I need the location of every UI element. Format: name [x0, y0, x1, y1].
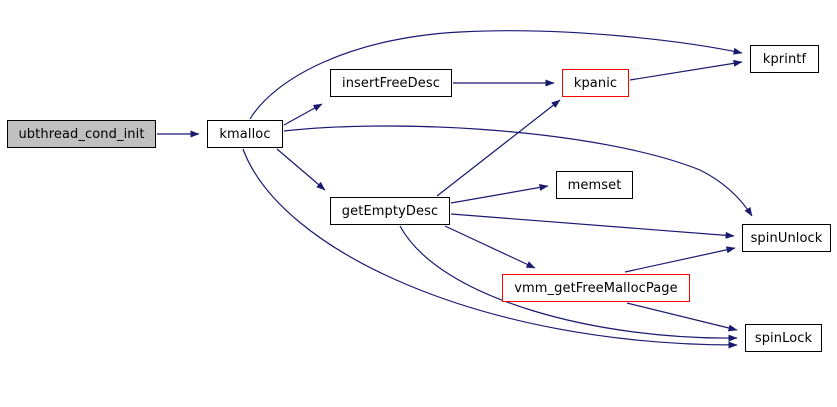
graph-edge-getEmptyDesc-to-vmm_getFreeMallocPage: [444, 225, 536, 269]
graph-edge-vmm_getFreeMallocPage-to-spinUnlock: [624, 246, 736, 273]
graph-node-label: getEmptyDesc: [341, 203, 439, 219]
graph-node-kmalloc[interactable]: kmalloc: [207, 120, 283, 148]
graph-edge-getEmptyDesc-to-spinUnlock: [450, 213, 735, 239]
graph-node-label: kpanic: [573, 75, 618, 91]
graph-node-label: kmalloc: [219, 126, 271, 142]
graph-node-label: memset: [567, 177, 622, 193]
graph-edge-kmalloc-to-kprintf: [249, 30, 743, 120]
graph-node-label: spinLock: [754, 330, 813, 346]
graph-node-getEmptyDesc[interactable]: getEmptyDesc: [330, 197, 450, 225]
graph-node-label: insertFreeDesc: [342, 75, 440, 91]
graph-node-spinUnlock[interactable]: spinUnlock: [742, 224, 831, 252]
graph-node-memset[interactable]: memset: [556, 171, 633, 199]
graph-node-spinLock[interactable]: spinLock: [745, 324, 822, 352]
graph-node-kprintf[interactable]: kprintf: [750, 45, 819, 73]
graph-edge-kmalloc-to-spinUnlock: [283, 125, 753, 217]
graph-node-vmm_getFreeMallocPage[interactable]: vmm_getFreeMallocPage: [502, 274, 690, 302]
graph-edge-kmalloc-to-spinLock: [242, 148, 738, 349]
graph-node-label: vmm_getFreeMallocPage: [514, 280, 678, 296]
graph-edge-vmm_getFreeMallocPage-to-spinLock: [626, 302, 738, 332]
graph-node-insertFreeDesc[interactable]: insertFreeDesc: [330, 69, 452, 97]
graph-node-label: spinUnlock: [750, 230, 823, 246]
graph-edge-kmalloc-to-getEmptyDesc: [276, 148, 326, 191]
graph-edge-kmalloc-to-insertFreeDesc: [283, 103, 323, 126]
graph-edge-getEmptyDesc-to-memset: [450, 184, 549, 204]
graph-node-kpanic[interactable]: kpanic: [562, 69, 629, 97]
graph-edge-getEmptyDesc-to-spinLock: [399, 225, 738, 342]
graph-edges: [157, 30, 753, 349]
graph-edge-kpanic-to-kprintf: [629, 59, 743, 81]
graph-node-ubthread_cond_init[interactable]: ubthread_cond_init: [7, 120, 156, 148]
graph-node-label: kprintf: [762, 51, 807, 67]
graph-node-label: ubthread_cond_init: [18, 126, 145, 142]
graph-edge-getEmptyDesc-to-kpanic: [436, 99, 561, 197]
